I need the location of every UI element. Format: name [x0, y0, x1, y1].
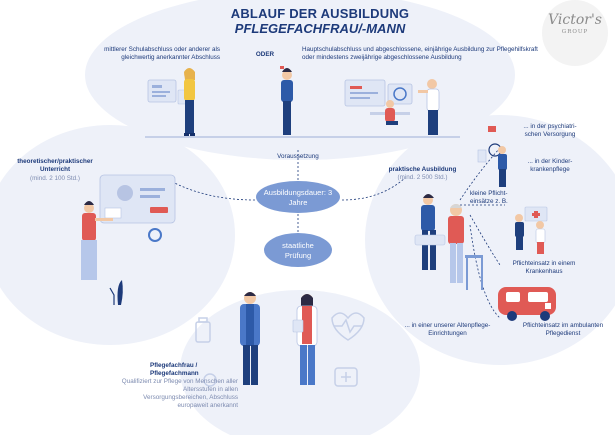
logo-subtitle: GROUP — [561, 29, 589, 35]
caregiver-illustration — [414, 194, 483, 290]
medical-staff-illustration — [240, 292, 318, 385]
logo-name: Victor's — [548, 12, 602, 28]
elderly-care-label: ... in einer unserer Altenpflege-Einrich… — [404, 322, 491, 337]
requirement-or-text: ODER — [255, 51, 275, 58]
small-assignments-label: kleine Pflicht-einsätze z. B. — [470, 190, 508, 205]
exam-label: staatliche Prüfung — [282, 241, 314, 260]
woman-presenting-illustration — [147, 68, 195, 136]
page-subtitle: PFLEGEFACHFRAU/-MANN — [234, 21, 406, 36]
theory-bubble — [0, 125, 235, 345]
hospital-label: Pflichteinsatz in einem Krankenhaus — [512, 260, 576, 275]
page-title: ABLAUF DER AUSBILDUNG — [230, 6, 410, 21]
pediatric-care-label: ... in der Kinder-krankenpflege — [527, 158, 573, 173]
woman-standing-illustration — [280, 66, 293, 135]
exam-ellipse — [264, 233, 332, 267]
result-description: Qualifiziert zur Pflege von Menschen all… — [121, 378, 238, 409]
ambulance-illustration — [498, 287, 556, 321]
requirement-right-text: Hauptschulabschluss und abgeschlossene, … — [302, 46, 538, 61]
decorative-medical-icons — [195, 312, 365, 387]
ambulant-label: Pflichteinsatz im ambulanten Pflegediens… — [522, 322, 604, 337]
psychiatric-care-illustration — [477, 126, 507, 187]
hospital-illustration — [515, 206, 548, 254]
practical-hours: (mind. 2 500 Std.) — [397, 174, 448, 181]
duration-label: Ausbildungsdauer: 3 Jahre — [263, 188, 333, 207]
requirement-left-text: mittlerer Schulabschluss oder anderer al… — [104, 46, 220, 61]
victors-logo: Victor's GROUP — [542, 12, 608, 35]
office-illustration — [344, 79, 440, 135]
practical-label: praktische Ausbildung — [388, 166, 457, 173]
requirement-label: Voraussetzung — [277, 153, 319, 160]
theory-hours: (mind. 2 100 Std.) — [29, 175, 81, 182]
duration-ellipse — [256, 181, 340, 213]
theory-label: theoretischer/praktischer Unterricht — [17, 158, 93, 173]
result-title: Pflegefachfrau / Pflegefachmann — [150, 362, 199, 377]
teacher-illustration — [81, 174, 176, 305]
logo-badge — [542, 0, 608, 66]
psychiatric-care-label: ... in der psychiatri-schen Versorgung — [523, 123, 577, 138]
